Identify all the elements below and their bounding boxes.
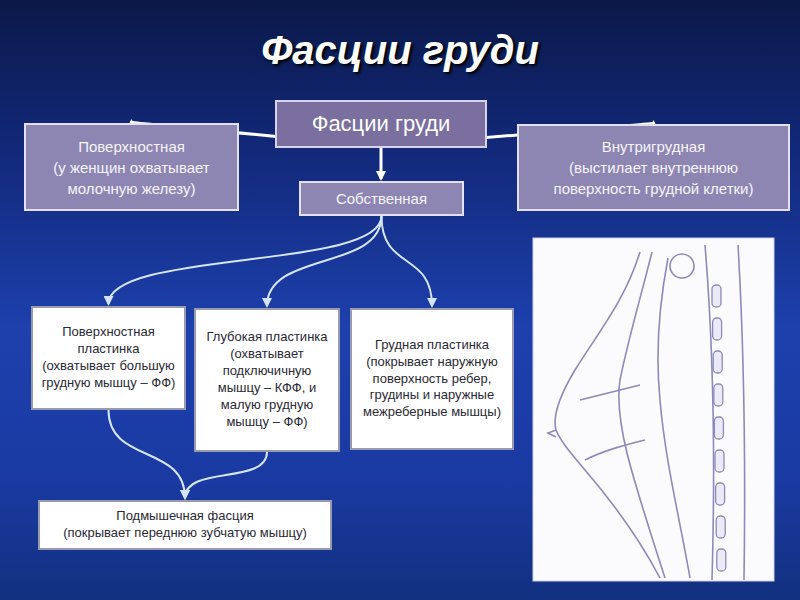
superficial-fascia-box: Поверхностная(у женщин охватывает молочн…	[24, 123, 239, 211]
rib-section	[712, 285, 721, 307]
slide-title: Фасции груди	[150, 28, 650, 73]
breast-section	[548, 245, 745, 580]
box-heading: Грудная пластинка	[358, 337, 506, 354]
endothoracic-fascia-box: Внутригрудная(выстилает внутреннюю повер…	[517, 124, 790, 211]
box-heading: Внутригрудная	[527, 136, 780, 157]
connector-arrow	[109, 216, 382, 304]
box-body: (выстилает внутреннюю поверхность грудно…	[527, 157, 780, 199]
rib-section	[716, 483, 725, 505]
box-heading: Собственная	[309, 188, 454, 209]
box-heading: Поверхностная	[34, 136, 229, 157]
rib-section	[717, 549, 726, 571]
rib-section	[715, 450, 724, 472]
connector-arrow	[382, 216, 433, 306]
box-body: (охватывает большую грудную мышцу – ФФ)	[39, 358, 178, 392]
rib-section	[713, 318, 722, 340]
box-heading: Подмышечная фасция	[46, 508, 324, 525]
box-heading: Глубокая пластинка	[202, 329, 332, 346]
rib-section	[716, 516, 725, 538]
root-box: Фасции груди	[275, 100, 487, 148]
box-body: (у женщин охватывает молочную железу)	[34, 157, 229, 199]
rib-section	[714, 384, 723, 406]
connector-arrow	[267, 216, 382, 306]
axillary-fascia-box: Подмышечная фасция(покрывает переднюю зу…	[38, 500, 332, 550]
lamina-box: Грудная пластинка(покрывает наружную пов…	[350, 308, 514, 450]
box-body: (покрывает переднюю зубчатую мышцу)	[46, 525, 324, 542]
box-heading: Фасции груди	[285, 111, 477, 137]
box-body: (охватывает подключичную мышцу – КФФ, и …	[202, 346, 332, 430]
box-body: (покрывает наружную поверхность ребер, г…	[358, 354, 506, 422]
illustration-panel	[533, 238, 774, 581]
proper-fascia-box: Собственная	[299, 181, 464, 216]
box-heading: Поверхностная пластинка	[39, 324, 178, 358]
rib-section	[714, 417, 723, 439]
lamina-box: Глубокая пластинка(охватывает подключичн…	[194, 308, 340, 452]
connector-arrow	[380, 148, 383, 179]
rib-section	[713, 351, 722, 373]
rib-sections	[712, 285, 726, 571]
lamina-box: Поверхностная пластинка(охватывает больш…	[31, 306, 186, 410]
connector-arrow	[109, 410, 186, 498]
connector-arrow	[185, 452, 267, 498]
